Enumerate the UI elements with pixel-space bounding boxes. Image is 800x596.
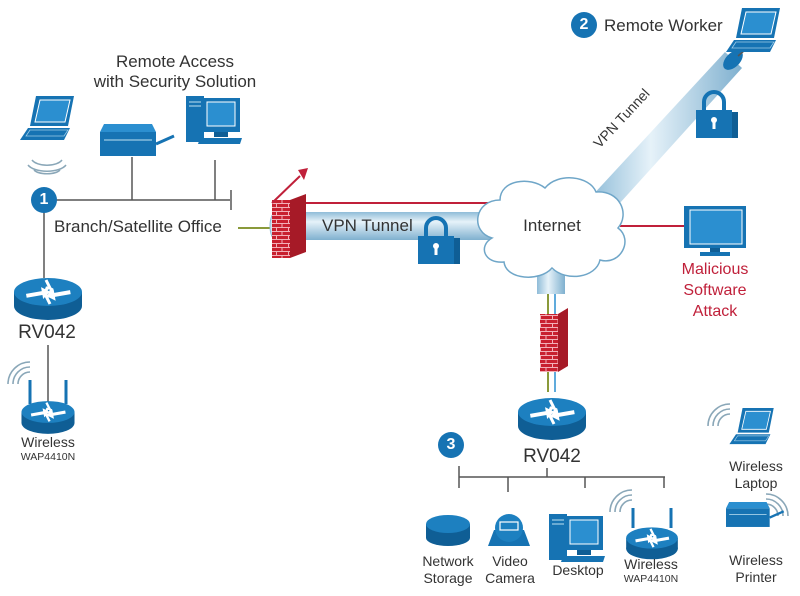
branch-access-point-icon [7, 361, 76, 436]
wireless-printer-label-1: Wireless [729, 552, 783, 568]
wireless-printer-icon [724, 493, 789, 529]
wireless-laptop-label-1: Wireless [729, 458, 783, 474]
internet-label: Internet [523, 216, 581, 235]
attack-label-line1: Malicious [681, 261, 749, 278]
desktop-label: Desktop [552, 562, 604, 578]
network-storage-label-1: Network [422, 553, 474, 569]
firewall-left-icon [271, 168, 308, 258]
branch-office-label: Branch/Satellite Office [54, 217, 222, 236]
main-ap-model: WAP4410N [623, 573, 679, 585]
branch-printer-icon [98, 122, 176, 158]
site-badge-2: 2 [571, 12, 597, 38]
branch-laptop-icon [19, 95, 75, 141]
wireless-signal-icon [27, 159, 67, 175]
branch-ap-model: WAP4410N [20, 451, 76, 463]
remote-access-title-line2: with Security Solution [93, 72, 257, 91]
attacker-monitor-icon [684, 206, 746, 256]
network-storage-label-2: Storage [423, 570, 473, 586]
site-badge-3: 3 [438, 432, 464, 458]
video-camera-icon [488, 514, 530, 546]
wireless-printer-label-2: Printer [735, 569, 777, 585]
branch-router-label: RV042 [18, 322, 76, 343]
main-router-icon [516, 396, 588, 442]
vpn-tunnel-label: VPN Tunnel [322, 216, 413, 235]
main-network-lines [458, 466, 665, 492]
main-access-point-icon [609, 489, 679, 561]
vpn-tunnel-left [269, 202, 514, 241]
wireless-laptop-icon [707, 403, 775, 445]
video-camera-label-2: Camera [485, 570, 535, 586]
attack-label-line2: Software [683, 282, 747, 299]
firewall-bottom-icon [540, 308, 568, 372]
video-camera-label-1: Video [492, 553, 528, 569]
remote-laptop-icon [725, 7, 781, 53]
remote-worker-label: Remote Worker [604, 16, 723, 35]
main-desktop-icon [548, 513, 606, 563]
site-badge-1: 1 [31, 187, 57, 213]
internet-cloud-icon [477, 177, 626, 278]
branch-router-icon [12, 276, 84, 322]
network-storage-icon [426, 515, 470, 546]
branch-ap-label: Wireless [21, 434, 75, 450]
remote-access-title-line1: Remote Access [115, 52, 235, 71]
branch-network-lines [43, 157, 272, 408]
vpn-tunnel-remote [590, 43, 753, 214]
branch-desktop-icon [185, 95, 243, 145]
main-router-label: RV042 [523, 446, 581, 467]
wireless-laptop-label-2: Laptop [734, 475, 778, 491]
attack-label-line3: Attack [692, 303, 738, 320]
main-ap-label: Wireless [624, 556, 678, 572]
